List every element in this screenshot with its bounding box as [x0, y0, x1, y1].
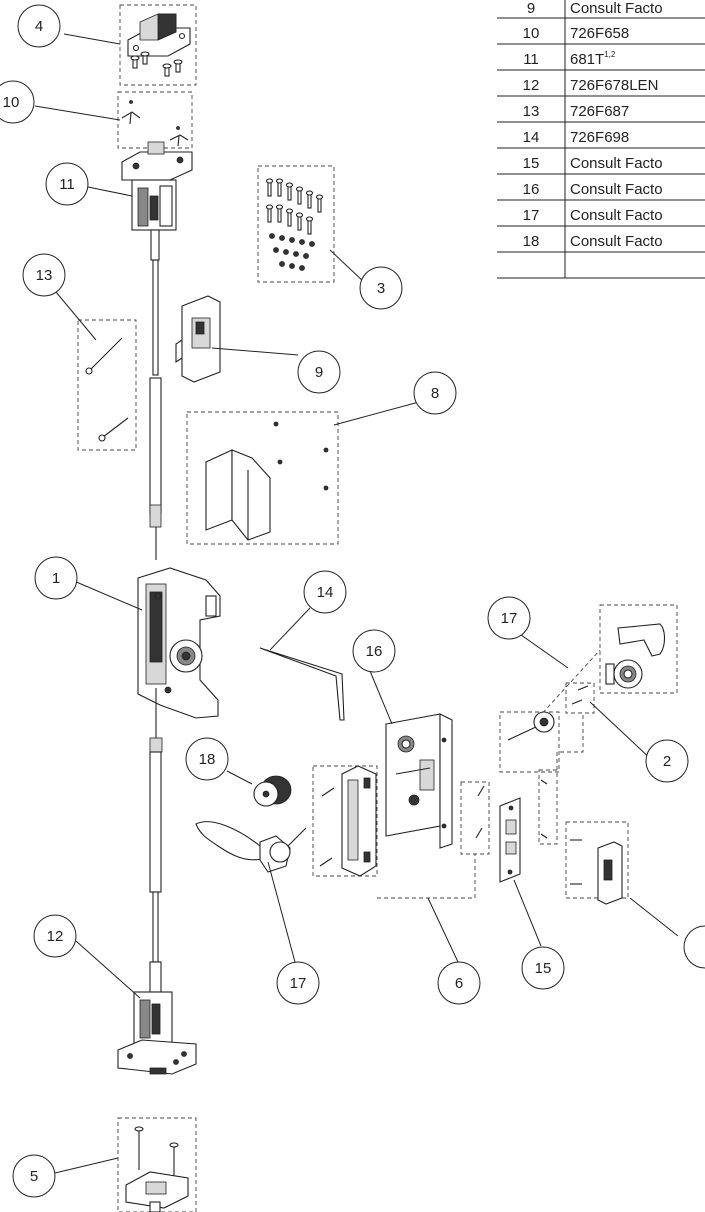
callout-bubble: 4: [17, 4, 61, 48]
callout-label: 11: [59, 176, 75, 193]
callout-label: 2: [663, 753, 671, 770]
table-row-part-number: 681T: [570, 51, 604, 68]
part-cylinder: [253, 775, 292, 807]
part-cover-plate: [175, 295, 221, 383]
table-row-item: 11: [523, 51, 539, 68]
table-row-item: 13: [523, 103, 540, 120]
table-row-part: Consult Facto: [570, 0, 663, 17]
part-face-plate: [319, 765, 377, 877]
table-row-item: 10: [523, 25, 540, 42]
table-row-part: Consult Facto: [570, 155, 663, 172]
callout-bubble: 10: [0, 80, 35, 124]
table-row-part: 726F678LEN: [570, 77, 658, 94]
table-row-part: 726F658: [570, 25, 629, 42]
part-small-hardware: [121, 100, 189, 147]
callout-bubble: 1: [34, 556, 78, 600]
part-lever-handle-left: [195, 821, 307, 873]
callout-bubble: 2: [645, 739, 689, 783]
callout-label: 17: [501, 610, 518, 627]
callout-label: 9: [315, 364, 323, 381]
part-mortise-lock: [385, 713, 453, 849]
callout-bubble: 5: [12, 1154, 56, 1198]
table-row-part: Consult Facto: [570, 207, 663, 224]
table-row-part: 681T1,2: [570, 50, 616, 68]
part-bottom-latch-rod: [117, 688, 197, 1075]
callout-bubbles: 4 10 11 13 3 9 8 1 14 17 16 2 18 12 17 6…: [0, 4, 705, 1198]
part-rose-spindle: [507, 711, 555, 741]
callout-label: 8: [431, 385, 439, 402]
callout-label: 13: [36, 267, 53, 284]
part-lever-handle-right: [605, 623, 666, 689]
callout-bubble: 11: [45, 162, 89, 206]
callout-label: 6: [455, 975, 463, 992]
part-top-strike-cap: [127, 13, 191, 77]
table-row-part: 726F698: [570, 129, 629, 146]
table-row-item: 16: [523, 181, 540, 198]
part-center-case: [137, 567, 221, 719]
callout-bubble: 9: [297, 350, 341, 394]
table-row-item: 14: [523, 129, 540, 146]
callout-label: 14: [317, 584, 334, 601]
callout-label: 17: [290, 975, 307, 992]
part-long-screws: [85, 337, 129, 442]
screw-icon: [319, 787, 335, 867]
part-top-latch-rod: [121, 141, 193, 560]
callout-label: 15: [535, 960, 552, 977]
table-row-part: 726F687: [570, 103, 629, 120]
callout-bubble: 8: [413, 371, 457, 415]
callout-bubble: 13: [22, 253, 66, 297]
callout-bubble: 17: [487, 596, 531, 640]
part-bracket: [205, 421, 329, 541]
screw-icon: [540, 685, 589, 839]
part-strike: [570, 839, 623, 905]
screw-icon: [130, 51, 183, 77]
callout-bubble-partial: [683, 925, 705, 969]
table-row-item: 15: [523, 155, 540, 172]
part-screw-set: [265, 178, 324, 271]
callout-bubble: 12: [33, 914, 77, 958]
part-hex-key: [259, 647, 345, 721]
callout-label: 3: [377, 280, 385, 297]
table-row-item: 18: [523, 233, 540, 250]
callout-label: 5: [30, 1168, 38, 1185]
callout-label: 10: [3, 94, 20, 111]
screw-icon: [475, 785, 485, 839]
table-row-part: Consult Facto: [570, 181, 663, 198]
callout-label: 18: [199, 751, 216, 768]
callout-bubble: 17: [276, 961, 320, 1005]
table-row-part: Consult Facto: [570, 233, 663, 250]
callout-bubble: 14: [303, 570, 347, 614]
table-row-item: 12: [523, 77, 540, 94]
callout-bubble: 15: [521, 946, 565, 990]
callout-bubble: 18: [185, 737, 229, 781]
table-row-item: 17: [523, 207, 540, 224]
table-row-footnote: 1,2: [604, 50, 616, 59]
callout-bubble: 16: [352, 629, 396, 673]
parts-table: 9 Consult Facto 10 726F658 11 681T1,2 12…: [497, 0, 705, 279]
callout-bubble: 6: [437, 961, 481, 1005]
part-bottom-strike: [125, 1126, 189, 1212]
callout-label: 4: [35, 18, 43, 35]
callout-label: 12: [47, 928, 64, 945]
part-strike-plate: [499, 797, 521, 883]
callout-label: 16: [366, 643, 383, 660]
callout-label: 1: [52, 570, 60, 587]
table-row-item: 9: [527, 0, 535, 17]
callout-bubble: 3: [359, 266, 403, 310]
leader-lines: [34, 33, 679, 1174]
